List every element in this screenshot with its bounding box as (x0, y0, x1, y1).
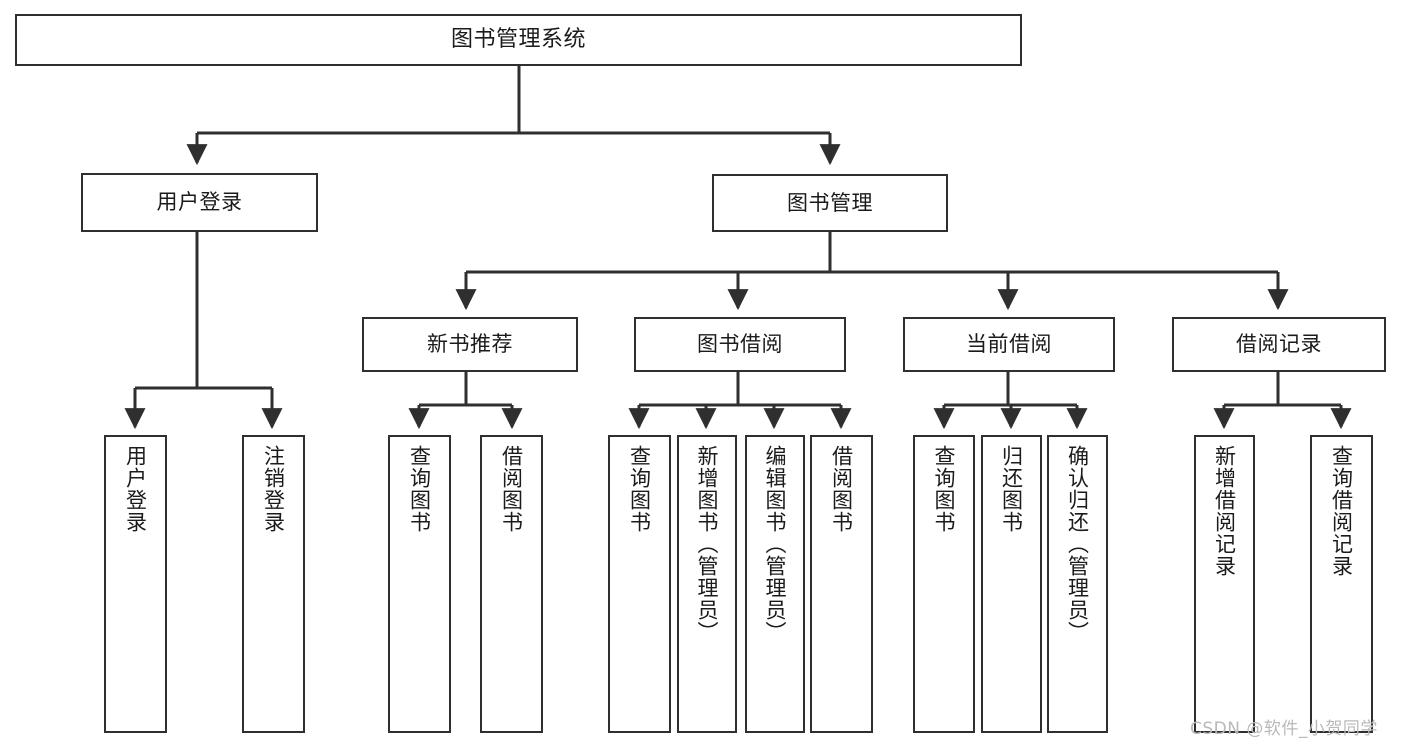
leaf-new-book-query-books[interactable]: 查询图书 (388, 435, 451, 733)
node-book-borrowing[interactable]: 图书借阅 (634, 317, 846, 372)
node-borrowing-records[interactable]: 借阅记录 (1172, 317, 1386, 372)
node-current-borrowing[interactable]: 当前借阅 (903, 317, 1115, 372)
node-label: 确认归还（管理员） (1065, 445, 1090, 643)
leaf-current-query-books[interactable]: 查询图书 (913, 435, 975, 733)
leaf-user-login-login[interactable]: 用户登录 (104, 435, 167, 733)
node-label: 借阅图书 (829, 445, 854, 533)
node-label: 图书借阅 (697, 332, 783, 357)
node-label: 编辑图书（管理员） (763, 445, 788, 643)
leaf-borrowing-borrow-books[interactable]: 借阅图书 (810, 435, 873, 733)
node-label: 新书推荐 (427, 332, 513, 357)
node-label: 归还图书 (999, 445, 1024, 533)
leaf-current-return-books[interactable]: 归还图书 (981, 435, 1042, 733)
node-label: 用户登录 (123, 445, 148, 533)
node-root-system[interactable]: 图书管理系统 (15, 14, 1022, 66)
node-user-login[interactable]: 用户登录 (81, 173, 318, 232)
node-label: 当前借阅 (966, 332, 1052, 357)
node-label: 图书管理 (787, 190, 873, 215)
node-label: 借阅记录 (1236, 332, 1322, 357)
node-label: 新增图书（管理员） (695, 445, 720, 643)
node-label: 查询图书 (627, 445, 652, 533)
leaf-borrowing-add-book-admin[interactable]: 新增图书（管理员） (677, 435, 737, 733)
node-label: 借阅图书 (499, 445, 524, 533)
leaf-new-book-borrow-books[interactable]: 借阅图书 (480, 435, 543, 733)
leaf-borrowing-edit-book-admin[interactable]: 编辑图书（管理员） (745, 435, 805, 733)
node-label: 查询图书 (407, 445, 432, 533)
leaf-user-login-logout[interactable]: 注销登录 (242, 435, 305, 733)
node-new-book-recommendation[interactable]: 新书推荐 (362, 317, 578, 372)
leaf-borrowing-query-books[interactable]: 查询图书 (608, 435, 671, 733)
leaf-current-confirm-return-admin[interactable]: 确认归还（管理员） (1047, 435, 1108, 733)
node-label: 用户登录 (156, 190, 243, 215)
node-label: 新增借阅记录 (1212, 445, 1237, 577)
leaf-records-query-record[interactable]: 查询借阅记录 (1310, 435, 1373, 733)
node-label: 查询图书 (932, 445, 957, 533)
leaf-records-add-record[interactable]: 新增借阅记录 (1194, 435, 1255, 733)
node-label: 查询借阅记录 (1329, 445, 1354, 577)
node-label: 注销登录 (261, 445, 286, 533)
node-book-management[interactable]: 图书管理 (712, 174, 948, 232)
node-label: 图书管理系统 (450, 26, 586, 52)
